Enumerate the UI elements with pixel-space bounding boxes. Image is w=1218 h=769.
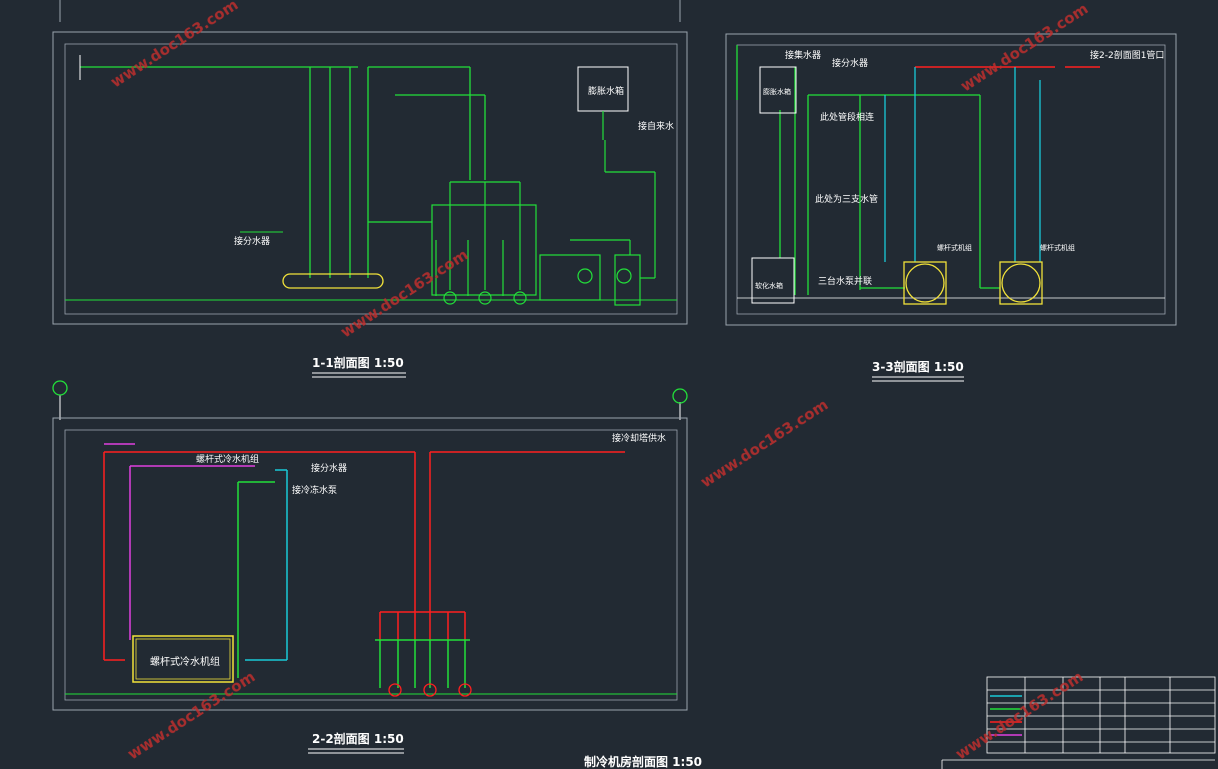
label-jie-fenshuiqi-3: 接分水器 [832,57,868,69]
svg-text:www.doc163.com: www.doc163.com [337,246,471,342]
pump-group-1-1 [443,291,527,305]
label-expansion-tank: 膨胀水箱 [588,85,624,97]
label-chilled-pump: 接冷冻水泵 [292,484,337,496]
label-jie-fenshuiqi-2: 接分水器 [311,462,347,474]
screw-chiller-box [132,635,234,683]
legend-table [941,676,1216,769]
svg-text:www.doc163.com: www.doc163.com [107,0,241,91]
label-screw-unit-1: 螺杆式机组 [937,243,972,252]
label-screw-unit-2: 螺杆式机组 [1040,243,1075,252]
title-section-1-1: 1-1剖面图 1:50 [312,355,404,370]
section-1-1: 接分水器 [52,31,688,325]
watermarks: www.doc163.com www.doc163.com www.doc163… [107,0,1091,763]
title-section-3-3: 3-3剖面图 1:50 [872,359,964,374]
label-cooling-supply: 接冷却塔供水 [612,432,666,444]
label-unit-top: 螺杆式冷水机组 [196,453,259,465]
svg-text:www.doc163.com: www.doc163.com [952,668,1086,764]
water-collector [282,273,384,289]
top-frame-stubs [59,0,681,22]
svg-text:www.doc163.com: www.doc163.com [957,0,1091,95]
label-jie-jishuiqi: 接集水器 [785,49,821,61]
label-connect-2-2: 接2-2剖面图1管口 [1090,49,1164,61]
label-zilaishui: 接自来水 [638,120,674,132]
section-3-3: 接集水器 接分水器 接2-2剖面图1管口 此处管段相连 此处为三支水管 三台水泵… [725,33,1177,326]
screw-chiller-units [903,261,1043,305]
title-section-2-2: 2-2剖面图 1:50 [312,731,404,746]
svg-text:www.doc163.com: www.doc163.com [697,396,831,492]
label-tank-expansion: 膨胀水箱 [763,87,791,96]
label-jie-fenshuiqi: 接分水器 [234,235,270,247]
label-pipe-connected: 此处管段相连 [820,111,874,123]
drawing-title: 制冷机房剖面图 1:50 [584,754,702,769]
label-tank-softened: 软化水箱 [755,281,783,290]
label-three-pipes: 此处为三支水管 [815,193,878,205]
section-2-2: 螺杆式冷水机组 螺杆式冷水机组 接分水器 接冷冻水泵 接冷却塔供水 [52,380,688,711]
label-chiller-box: 螺杆式冷水机组 [150,655,220,668]
pump-group-2-2 [388,683,472,697]
label-three-pumps: 三台水泵并联 [818,275,872,287]
